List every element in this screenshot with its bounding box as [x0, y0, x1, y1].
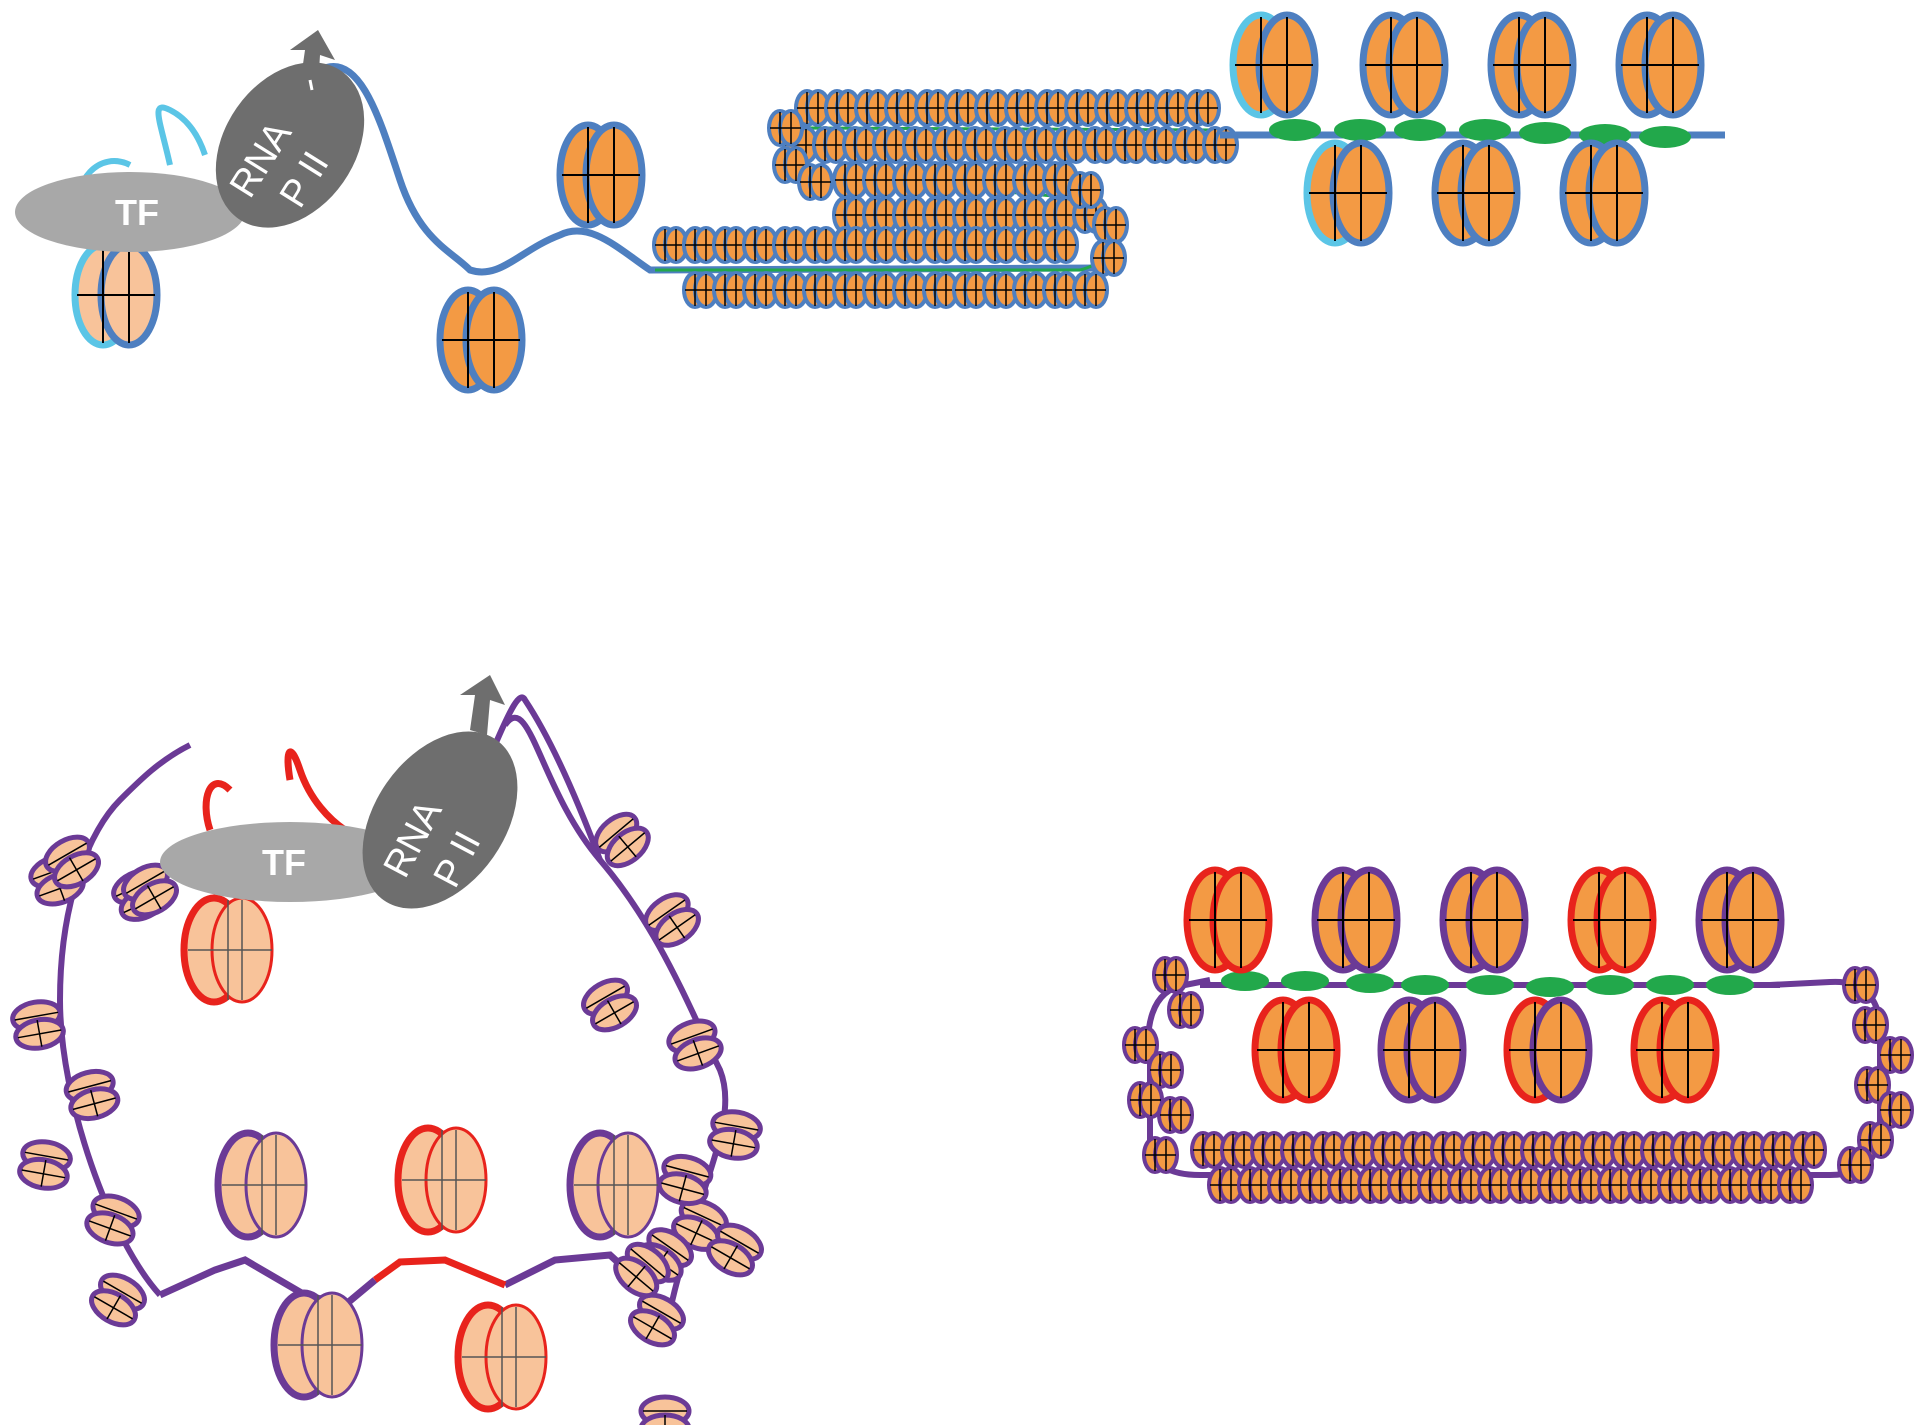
- top-dna-strand: [318, 63, 1101, 276]
- top-nucleosome-tf: [75, 245, 157, 345]
- top-tf-label: TF: [115, 192, 159, 233]
- top-nucleosome-1: [440, 290, 522, 390]
- top-rnap-ii: [215, 62, 365, 228]
- bottom-polymerase-dna: [492, 694, 603, 862]
- bottom-dna-red-loop: [202, 748, 347, 833]
- top-arrow-tick: [308, 79, 314, 91]
- top-compact-fiber: [652, 89, 1239, 309]
- top-right-fiber: [1220, 15, 1725, 243]
- bottom-left-panel: TF RNA P II: [10, 675, 767, 1425]
- bottom-rnap-ii: [362, 731, 518, 909]
- top-nucleosome-2: [560, 125, 642, 225]
- bottom-tf-label: TF: [262, 842, 306, 883]
- top-panel: TF RNA P II: [15, 15, 1725, 390]
- bottom-transcription-arrow: [460, 675, 505, 735]
- top-transcription-arrow: [290, 30, 335, 88]
- bottom-dna-red-segment: [372, 1256, 507, 1289]
- bottom-right-linkers: [1221, 971, 1754, 997]
- top-tf-oval: [15, 172, 245, 252]
- bottom-right-panel: [1122, 870, 1914, 1204]
- bottom-tf-oval: [160, 822, 420, 902]
- top-dna-loop: [155, 104, 208, 166]
